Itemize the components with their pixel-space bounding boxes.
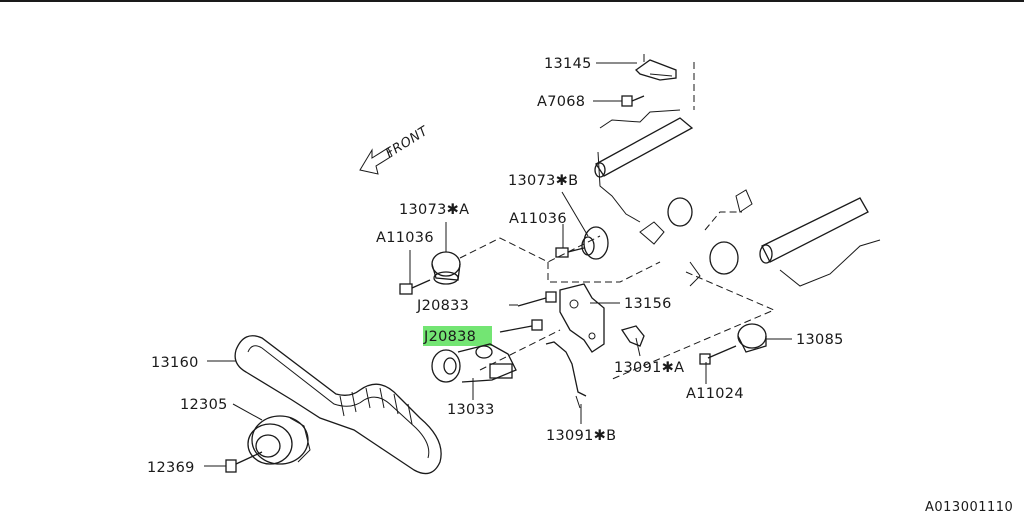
front-arrow: FRONT [359, 124, 431, 175]
label-13085[interactable]: 13085 [796, 332, 844, 348]
front-label: FRONT [383, 124, 431, 162]
part-j20833-bolt[interactable] [517, 291, 557, 307]
label-j20833[interactable]: J20833 [416, 298, 469, 314]
label-13160[interactable]: 13160 [151, 355, 199, 371]
part-13091a-clip[interactable] [620, 325, 645, 347]
highlight-marker [423, 326, 492, 346]
assembly-dashed-lines [459, 62, 776, 381]
label-a7068[interactable]: A7068 [537, 94, 585, 110]
label-13156[interactable]: 13156 [624, 296, 672, 312]
part-a11036-right-bolt[interactable] [555, 247, 585, 258]
part-13073a-idler[interactable] [431, 251, 461, 285]
part-13073b-idler[interactable] [581, 226, 609, 260]
part-13085-idler[interactable] [737, 323, 767, 353]
part-13091b-rod[interactable] [545, 341, 587, 409]
label-a11036-left[interactable]: A11036 [376, 230, 434, 246]
figure-id: A013001110 [925, 500, 1013, 513]
part-camshaft-left [594, 109, 694, 223]
label-13091a[interactable]: 13091✱A [614, 360, 684, 376]
part-12369-bolt[interactable] [225, 451, 263, 473]
label-13091b[interactable]: 13091✱B [546, 428, 616, 444]
part-a7068-bolt[interactable] [621, 95, 645, 107]
leader-lines [204, 62, 792, 467]
part-13033-tensioner[interactable] [431, 343, 517, 383]
label-12369[interactable]: 12369 [147, 460, 195, 476]
label-12305[interactable]: 12305 [180, 397, 228, 413]
label-a11024[interactable]: A11024 [686, 386, 744, 402]
part-13145-cover[interactable] [634, 54, 677, 81]
part-j20838-bolt[interactable] [499, 319, 543, 333]
label-13033[interactable]: 13033 [447, 402, 495, 418]
part-a11024-bolt[interactable] [699, 345, 737, 365]
part-13156-bracket[interactable] [559, 283, 605, 353]
part-engine-outline [639, 189, 881, 287]
part-a11036-left-bolt[interactable] [399, 279, 431, 295]
label-13073a[interactable]: 13073✱A [399, 202, 469, 218]
label-a11036-right[interactable]: A11036 [509, 211, 567, 227]
label-j20838[interactable]: J20838 [423, 329, 476, 345]
label-13073b[interactable]: 13073✱B [508, 173, 578, 189]
part-12305-crank-pulley[interactable] [247, 415, 311, 465]
part-13160-timing-belt[interactable] [234, 335, 442, 475]
label-13145[interactable]: 13145 [544, 56, 592, 72]
